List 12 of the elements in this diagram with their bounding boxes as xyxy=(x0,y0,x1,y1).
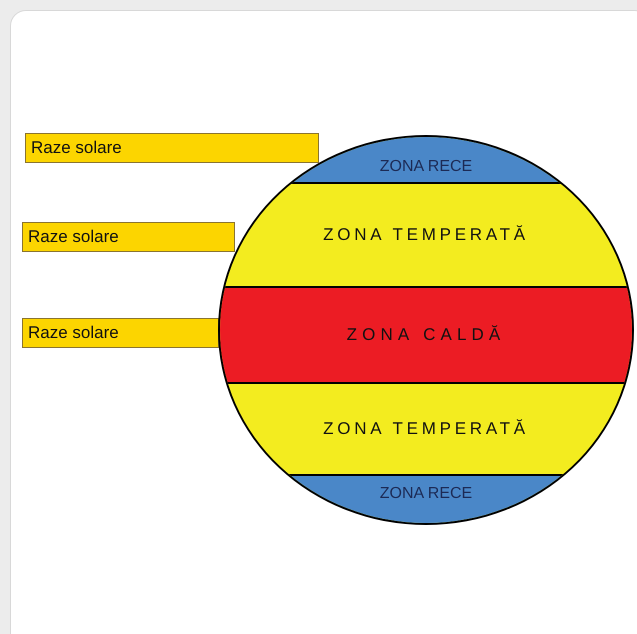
sun-ray-bar xyxy=(22,222,235,252)
ray-label: Raze solare xyxy=(28,226,119,248)
zone-label: ZONA RECE xyxy=(380,484,472,504)
zone-label: ZONA CALDĂ xyxy=(346,324,506,346)
zone-label: ZONA TEMPERATĂ xyxy=(323,224,529,246)
ray-label: Raze solare xyxy=(28,322,119,344)
sun-ray-bar xyxy=(25,133,319,163)
warm-zone-band xyxy=(220,288,632,384)
ray-label: Raze solare xyxy=(31,137,122,160)
sun-ray-bar xyxy=(22,318,219,348)
zone-label: ZONA TEMPERATĂ xyxy=(323,418,529,440)
zone-label: ZONA RECE xyxy=(380,156,472,176)
